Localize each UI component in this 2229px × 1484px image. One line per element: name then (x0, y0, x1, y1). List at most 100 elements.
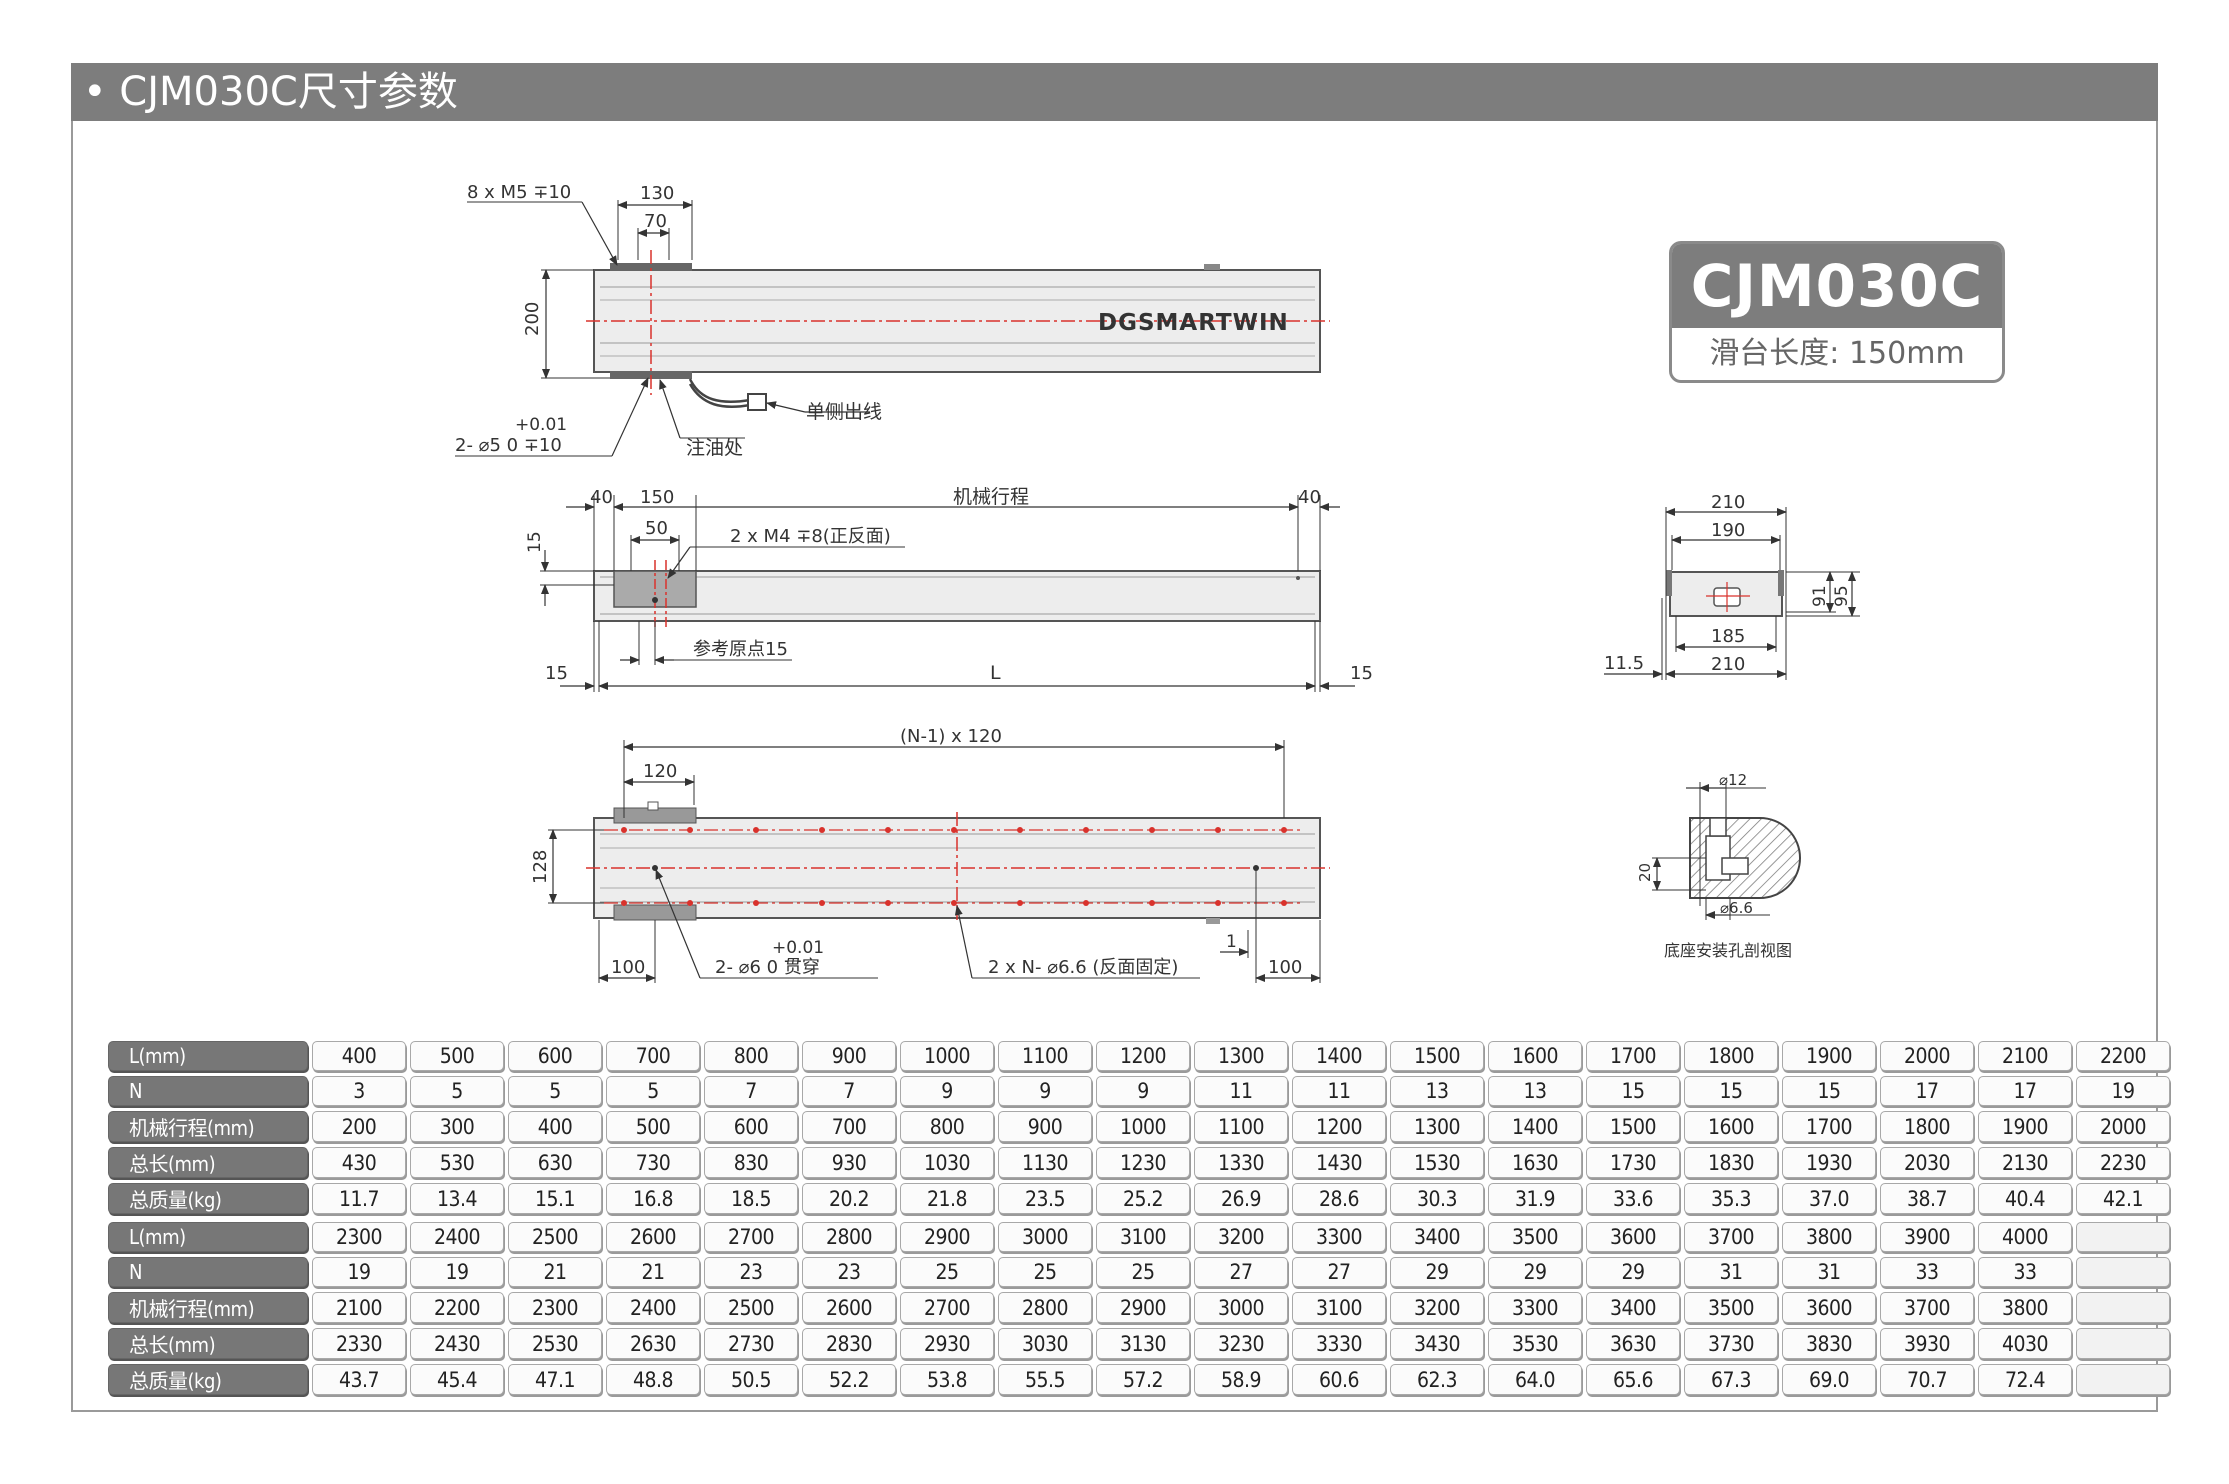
table-cell: 2000 (2076, 1111, 2170, 1142)
table-cell: 700 (606, 1041, 700, 1071)
side-view-drawing: 40 150 机械行程 40 50 15 2 x M4 ∓8(正反面) 参考原点… (525, 486, 1373, 692)
dim-70: 70 (644, 211, 667, 232)
table-cell: 3400 (1586, 1292, 1680, 1323)
table-cell: 25 (998, 1257, 1092, 1287)
table-cell: 1500 (1390, 1041, 1484, 1071)
table-cell: 2300 (508, 1292, 602, 1323)
table-cell: 17 (1978, 1076, 2072, 1106)
row-header: N (108, 1076, 308, 1106)
dim-185: 185 (1711, 626, 1745, 647)
table-cell: 1400 (1488, 1111, 1582, 1142)
table-cell: 30.3 (1390, 1183, 1484, 1214)
table-cell: 11 (1292, 1076, 1386, 1106)
dim-20: 20 (1636, 863, 1654, 882)
dim-40-left: 40 (590, 487, 613, 508)
table-cell: 2600 (606, 1222, 700, 1252)
table-cell: 1430 (1292, 1147, 1386, 1178)
table-cell: 43.7 (312, 1364, 406, 1395)
dim-130: 130 (640, 183, 674, 204)
table-cell: 2630 (606, 1328, 700, 1359)
top-view-drawing: DGSMARTWIN 单侧出线 130 70 8 x M5 ∓10 200 +0… (455, 182, 1330, 459)
table-cell: 3130 (1096, 1328, 1190, 1359)
top-thread-note: 8 x M5 ∓10 (467, 182, 571, 203)
table-cell: 2800 (998, 1292, 1092, 1323)
dim-50: 50 (645, 518, 668, 539)
table-cell: 1830 (1684, 1147, 1778, 1178)
row-header: 机械行程(mm) (108, 1111, 308, 1142)
table-cell: 3200 (1390, 1292, 1484, 1323)
table-cell: 3300 (1292, 1222, 1386, 1252)
dim-15-right: 15 (1350, 663, 1373, 684)
table-cell: 630 (508, 1147, 602, 1178)
table-cell: 21 (508, 1257, 602, 1287)
table-cell: 33 (1978, 1257, 2072, 1287)
table-cell: 18.5 (704, 1183, 798, 1214)
table-cell: 1600 (1488, 1041, 1582, 1071)
dim-100-right: 100 (1268, 957, 1302, 978)
table-cell: 3700 (1880, 1292, 1974, 1323)
table-cell: 2230 (2076, 1147, 2170, 1178)
table-cell: 2200 (2076, 1041, 2170, 1071)
table-cell: 16.8 (606, 1183, 700, 1214)
table-cell: 3100 (1096, 1222, 1190, 1252)
table-cell: 37.0 (1782, 1183, 1876, 1214)
table-cell: 15.1 (508, 1183, 602, 1214)
table-cell: 17 (1880, 1076, 1974, 1106)
table-cell: 52.2 (802, 1364, 896, 1395)
table-cell: 64.0 (1488, 1364, 1582, 1395)
table-cell: 45.4 (410, 1364, 504, 1395)
table-cell: 1800 (1880, 1111, 1974, 1142)
table-cell: 2430 (410, 1328, 504, 1359)
table-cell: 4000 (1978, 1222, 2072, 1252)
dim-40-right: 40 (1298, 487, 1321, 508)
table-cell (2076, 1328, 2170, 1359)
table-cell: 1930 (1782, 1147, 1876, 1178)
table-cell: 40.4 (1978, 1183, 2072, 1214)
table-cell: 29 (1488, 1257, 1582, 1287)
pitch-note: (N-1) x 120 (900, 726, 1002, 747)
table-cell: 7 (802, 1076, 896, 1106)
table-cell: 2900 (900, 1222, 994, 1252)
table-cell: 26.9 (1194, 1183, 1288, 1214)
table-cell: 31.9 (1488, 1183, 1582, 1214)
row-header: 总质量(kg) (108, 1364, 308, 1395)
table-cell: 600 (704, 1111, 798, 1142)
table-cell: 1400 (1292, 1041, 1386, 1071)
table-cell: 3800 (1782, 1222, 1876, 1252)
technical-drawings: DGSMARTWIN 单侧出线 130 70 8 x M5 ∓10 200 +0… (455, 182, 1860, 983)
dim-1: 1 (1226, 932, 1237, 952)
table-cell: 730 (606, 1147, 700, 1178)
table-cell: 65.6 (1586, 1364, 1680, 1395)
table-cell: 800 (704, 1041, 798, 1071)
dim-200: 200 (522, 302, 543, 336)
table-cell: 13 (1488, 1076, 1582, 1106)
table-cell: 1630 (1488, 1147, 1582, 1178)
table-cell: 5 (410, 1076, 504, 1106)
table-cell: 3230 (1194, 1328, 1288, 1359)
table-cell: 2400 (410, 1222, 504, 1252)
table-cell: 57.2 (1096, 1364, 1190, 1395)
dim-210-top: 210 (1711, 492, 1745, 513)
table-cell: 27 (1194, 1257, 1288, 1287)
page-title: • CJM030C尺寸参数 (71, 63, 2158, 121)
table-cell: 1800 (1684, 1041, 1778, 1071)
table-cell: 1300 (1390, 1111, 1484, 1142)
table-cell (2076, 1364, 2170, 1395)
table-cell: 700 (802, 1111, 896, 1142)
table-cell: 2400 (606, 1292, 700, 1323)
table-cell: 1530 (1390, 1147, 1484, 1178)
top-tol-plus: +0.01 (515, 415, 567, 435)
dim-210-bottom: 210 (1711, 654, 1745, 675)
table-cell: 2530 (508, 1328, 602, 1359)
table-cell: 3430 (1390, 1328, 1484, 1359)
table-cell: 2500 (704, 1292, 798, 1323)
model-name: CJM030C (1672, 244, 2002, 328)
dim-150: 150 (640, 487, 674, 508)
table-cell: 33 (1880, 1257, 1974, 1287)
table-cell: 2100 (1978, 1041, 2072, 1071)
table-cell: 430 (312, 1147, 406, 1178)
table-cell: 11.7 (312, 1183, 406, 1214)
